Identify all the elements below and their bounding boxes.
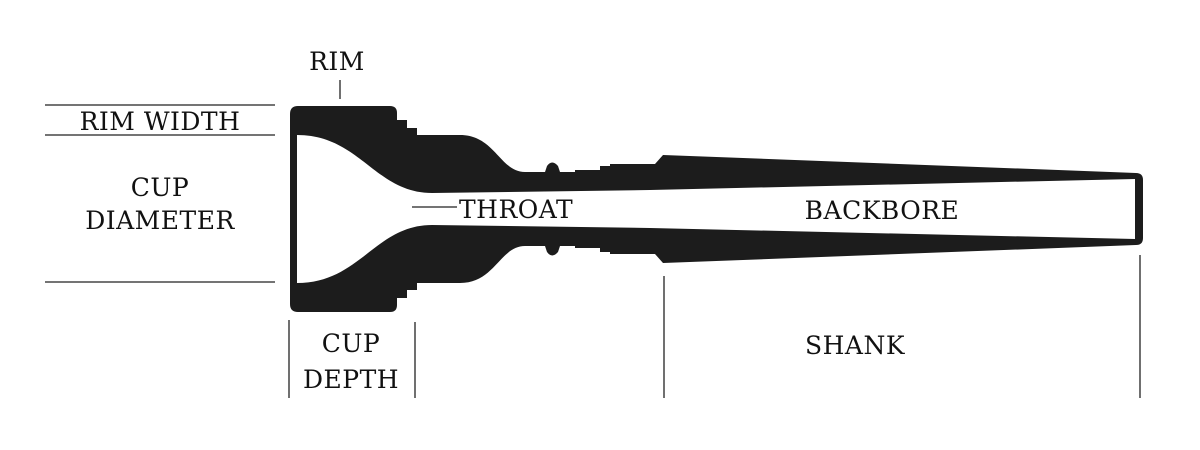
shank-label: SHANK — [805, 331, 906, 360]
rim-width-label: RIM WIDTH — [80, 107, 241, 136]
cup-depth-label-line1: CUP — [322, 329, 381, 358]
throat-label: THROAT — [459, 195, 573, 224]
cup-depth-label-line2: DEPTH — [303, 365, 399, 394]
cup-diameter-label-line2: DIAMETER — [85, 206, 235, 235]
mouthpiece-bore-profile — [297, 135, 1135, 283]
cup-diameter-label-line1: CUP — [131, 173, 190, 202]
rim-label: RIM — [309, 47, 365, 76]
mouthpiece-body — [290, 106, 1143, 312]
backbore-label: BACKBORE — [805, 196, 960, 225]
